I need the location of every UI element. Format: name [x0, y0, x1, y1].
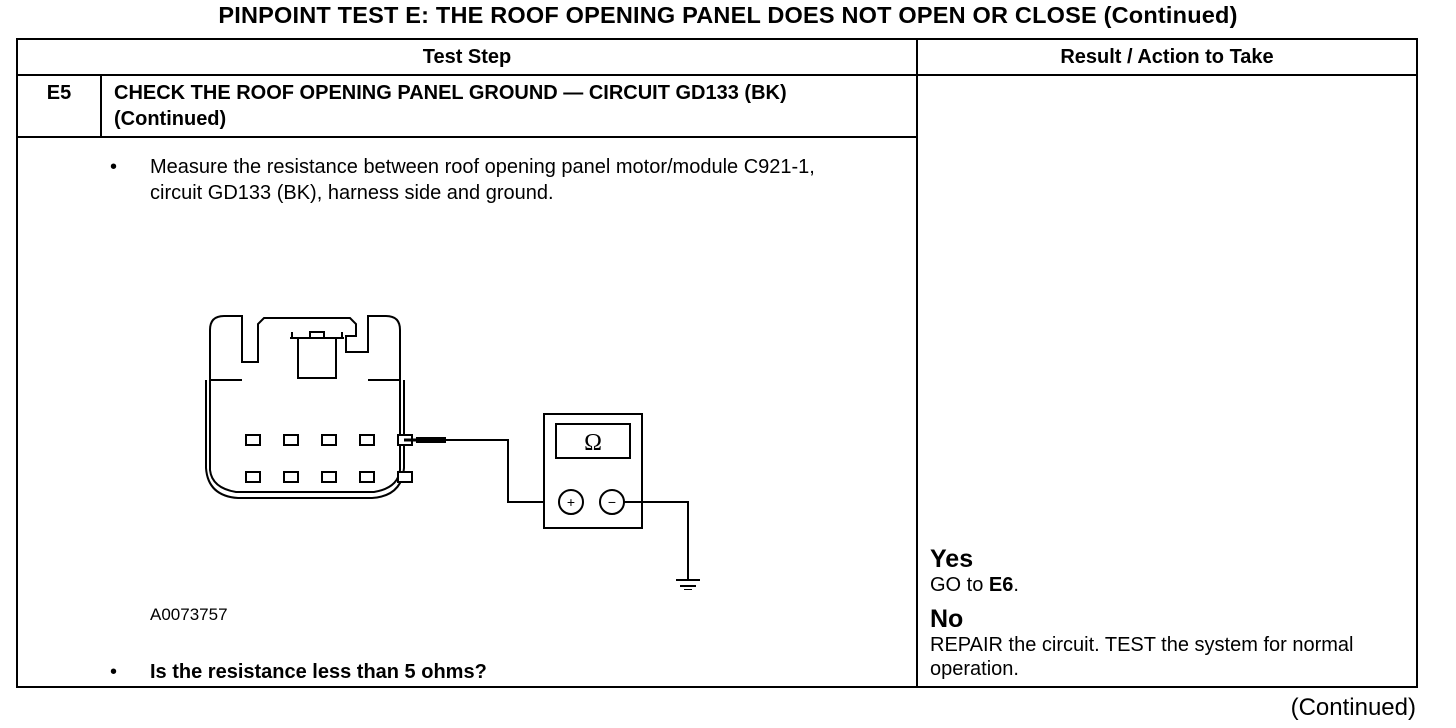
- header-divider: [18, 74, 1416, 76]
- column-divider: [916, 40, 918, 686]
- plus-icon: +: [567, 494, 575, 510]
- continued-note: (Continued): [1290, 694, 1416, 721]
- pin: [321, 471, 337, 483]
- question-text: Is the resistance less than 5 ohms?: [150, 661, 487, 683]
- pin: [245, 434, 261, 446]
- yes-label: Yes: [930, 545, 974, 573]
- pin: [283, 471, 299, 483]
- test-probe: [404, 437, 558, 503]
- step-id-divider: [100, 74, 102, 136]
- pin: [397, 471, 413, 483]
- yes-action-text: GO to: [930, 574, 989, 596]
- bullet: •: [110, 661, 118, 683]
- yes-action: GO to E6.: [930, 573, 1410, 597]
- positive-terminal: [558, 489, 584, 515]
- pin: [359, 434, 375, 446]
- pinpoint-test-table: Test Step Result / Action to Take E5 CHE…: [16, 38, 1418, 688]
- ground-lead: [624, 501, 689, 580]
- meter-display: [555, 423, 631, 459]
- no-action: REPAIR the circuit. TEST the system for …: [930, 634, 1354, 680]
- ohmmeter: Ω + −: [543, 413, 689, 580]
- connector-pins: [245, 434, 413, 483]
- pin: [283, 434, 299, 446]
- connector-c921: [205, 315, 405, 499]
- step-id: E5: [46, 82, 72, 104]
- ohm-icon: Ω: [584, 430, 602, 456]
- page-title: PINPOINT TEST E: THE ROOF OPENING PANEL …: [218, 2, 1238, 28]
- pin: [321, 434, 337, 446]
- figure-id: A0073757: [150, 605, 228, 624]
- pin: [359, 471, 375, 483]
- minus-icon: −: [608, 494, 616, 510]
- go-to-step-link: E6: [988, 574, 1014, 596]
- step-title: CHECK THE ROOF OPENING PANEL GROUND — CI…: [114, 82, 787, 130]
- instruction-text: Measure the resistance between roof open…: [150, 156, 815, 204]
- result-column: Yes GO to E6. No REPAIR the circuit. TES…: [930, 545, 1410, 681]
- connector-ohmmeter-diagram: Ω + −: [205, 315, 700, 590]
- no-label: No: [930, 605, 964, 633]
- step-title-divider: [18, 136, 916, 138]
- yes-action-suffix: .: [1013, 574, 1019, 596]
- bullet: •: [110, 156, 118, 178]
- pin: [245, 471, 261, 483]
- header-test-step: Test Step: [422, 46, 512, 68]
- ground-icon: [676, 579, 700, 590]
- header-result-action: Result / Action to Take: [1060, 46, 1274, 68]
